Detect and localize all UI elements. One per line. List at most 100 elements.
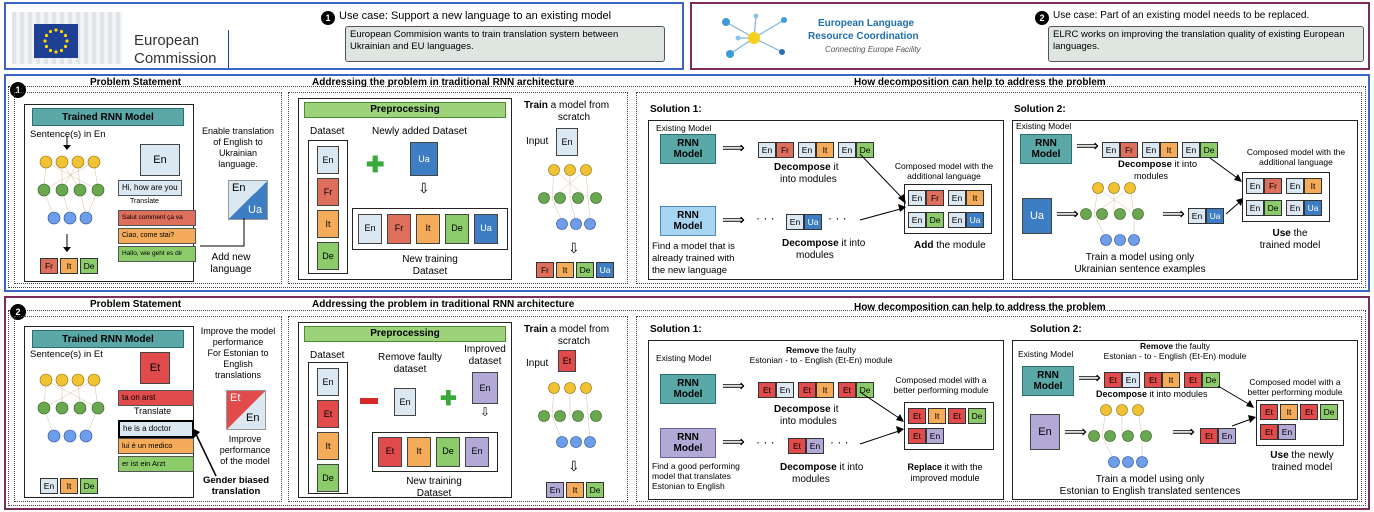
row2-s1-c-de: De [968,408,986,424]
row1-input-doc: En [556,128,578,156]
row2-newtrain-line1: New training [406,476,462,487]
row2-plus-icon: ✚ [440,388,457,410]
row1-s1-m3-en: En [838,142,856,158]
row2-s1-arrow2-icon: ⟹ [722,434,745,451]
row1-s2-m3-de: De [1200,142,1218,158]
row1-s1-into-modules: into modules [780,174,837,185]
row2-s2-m1-et: Et [1104,372,1122,388]
row1-out-de: De [80,258,98,274]
row1-s1-arrows-icon [859,153,906,221]
row1-s2-arrow1-icon: ⟹ [1076,138,1099,155]
row1-s1-c-ua: Ua [966,212,984,228]
row2-s2-arrows-icon [1217,385,1256,427]
row2-improve-line1: Improve the model [200,326,276,336]
row1-add-lang-line1: Add new [211,252,251,263]
eu-star-icon [48,29,53,34]
row1-frame [4,74,1370,292]
row2-s1-arrows-icon [859,391,904,445]
row2-s1-decompose1: Decompose it [774,404,839,415]
row1-s2-existing: Existing Model [1016,121,1072,131]
row1-new-dataset-label: Newly added Dataset [372,126,468,137]
row2-s1-decompose2: Decompose it into [780,462,864,473]
row2-s1-remove-line2: Estonian - to - English (Et-En) module [749,355,893,365]
row2-s1-into-modules: into modules [780,416,837,427]
row2-s1-c-en: En [926,428,944,444]
row2-s2-use: Use the newly [1270,450,1334,461]
row1-s1-find2: already trained with [652,253,735,264]
elrc-logo-line2: Resource Coordination [808,31,919,42]
row1-s1-m1-fr: Fr [776,142,794,158]
row1-s1-arrow1-icon: ⟹ [722,140,745,157]
row1-enable-line4: language. [218,159,258,169]
eu-star-icon [44,33,49,38]
row2-s2-m2-et: Et [1144,372,1162,388]
row2-s1-composed-box [904,402,994,450]
eu-star-icon [63,44,68,49]
row1-sol1-label: Solution 1: [650,104,702,115]
row1-train-out-fr: Fr [536,262,554,278]
row2-s1-find2: model that translates [652,471,731,481]
use-case-1-title: Use case: Support a new language to an e… [339,10,612,22]
row2-s2-remove-line1: Remove the faulty [1140,341,1210,351]
row1-chat-translate: Translate [130,198,159,205]
row2-nt-en: En [465,437,489,467]
row1-dataset-stack [308,140,348,274]
row2-sol1-label: Solution 1: [650,324,702,335]
row1-s2-m4-en: En [1188,208,1206,224]
row2-s2-trained: trained model [1271,462,1333,473]
row1-enable-line3: Ukrainian [218,148,258,158]
row1-s1-composed-line2: additional language [907,171,981,181]
row2-s2-en-doc: En [1030,414,1060,450]
row1-input-label: Input [526,136,549,147]
row1-s1-c-de: De [926,212,944,228]
row1-out-it: It [60,258,78,274]
row2-ds-en: En [317,368,339,396]
row2-s1-find3: Estonian to English [652,481,725,491]
row1-nt-it: It [416,214,440,244]
ec-logo-line2: Commission [134,50,217,67]
row1-s2-c-en3: En [1246,200,1264,216]
row2-s2-c-de: De [1320,404,1338,420]
row2-s1-c-it: It [928,408,946,424]
row2-s2-c-et2: Et [1300,404,1318,420]
row2-s2-network-icon [1088,404,1152,468]
row1-nt-de: De [445,214,469,244]
row2-s1-find1: Find a good performing [652,461,740,471]
row1-sentence-label: Sentence(s) in En [30,129,106,140]
use-case-2-panel [690,2,1370,70]
row1-chat-de: Hallo, wie geht es dir [118,246,196,262]
row2-sol2-box [1012,340,1358,500]
row1-s1-c-en4: En [948,212,966,228]
row2-s2-composed-line1: Composed model with a [1249,377,1341,387]
row1-en-ua-ua: Ua [248,204,263,216]
use-case-1-badge: 1 [321,11,335,25]
row2-s2-arrow3-icon: ⟹ [1172,424,1195,441]
row1-s1-composed-line1: Composed model with the [894,161,994,171]
row1-s1-m2-it: It [816,142,834,158]
row1-s2-m1-fr: Fr [1120,142,1138,158]
row2-s2-c-it: It [1280,404,1298,420]
row2-sol2-label: Solution 2: [1030,324,1082,335]
row1-s1-decompose2: Decompose it into [782,238,866,249]
row2-s1-m3-et: Et [838,382,856,398]
row1-trained-model-title: Trained RNN Model [32,108,184,126]
row1-plus-icon: ✚ [366,152,385,177]
row2-newtrain-box [372,432,498,472]
row1-s2-c-it: It [1304,178,1322,194]
row2-s2-m4-en: En [1218,428,1236,444]
eu-star-icon [54,28,58,32]
row2-s2-m1-en: En [1122,372,1140,388]
row2-chat-en: he is a doctor [118,420,194,438]
row1-s1-add-module: Add the module [914,240,986,251]
row1-s1-c-en3: En [908,212,926,228]
row1-ds-de: De [317,242,339,270]
row2-s2-c-en: En [1278,424,1296,440]
eu-star-icon [43,39,47,43]
use-case-2-title: Use case: Part of an existing model need… [1053,10,1310,21]
ec-logo-divider [228,30,229,68]
row1-problem-box [14,92,282,284]
row2-improve2-line1: Improve [228,434,262,444]
